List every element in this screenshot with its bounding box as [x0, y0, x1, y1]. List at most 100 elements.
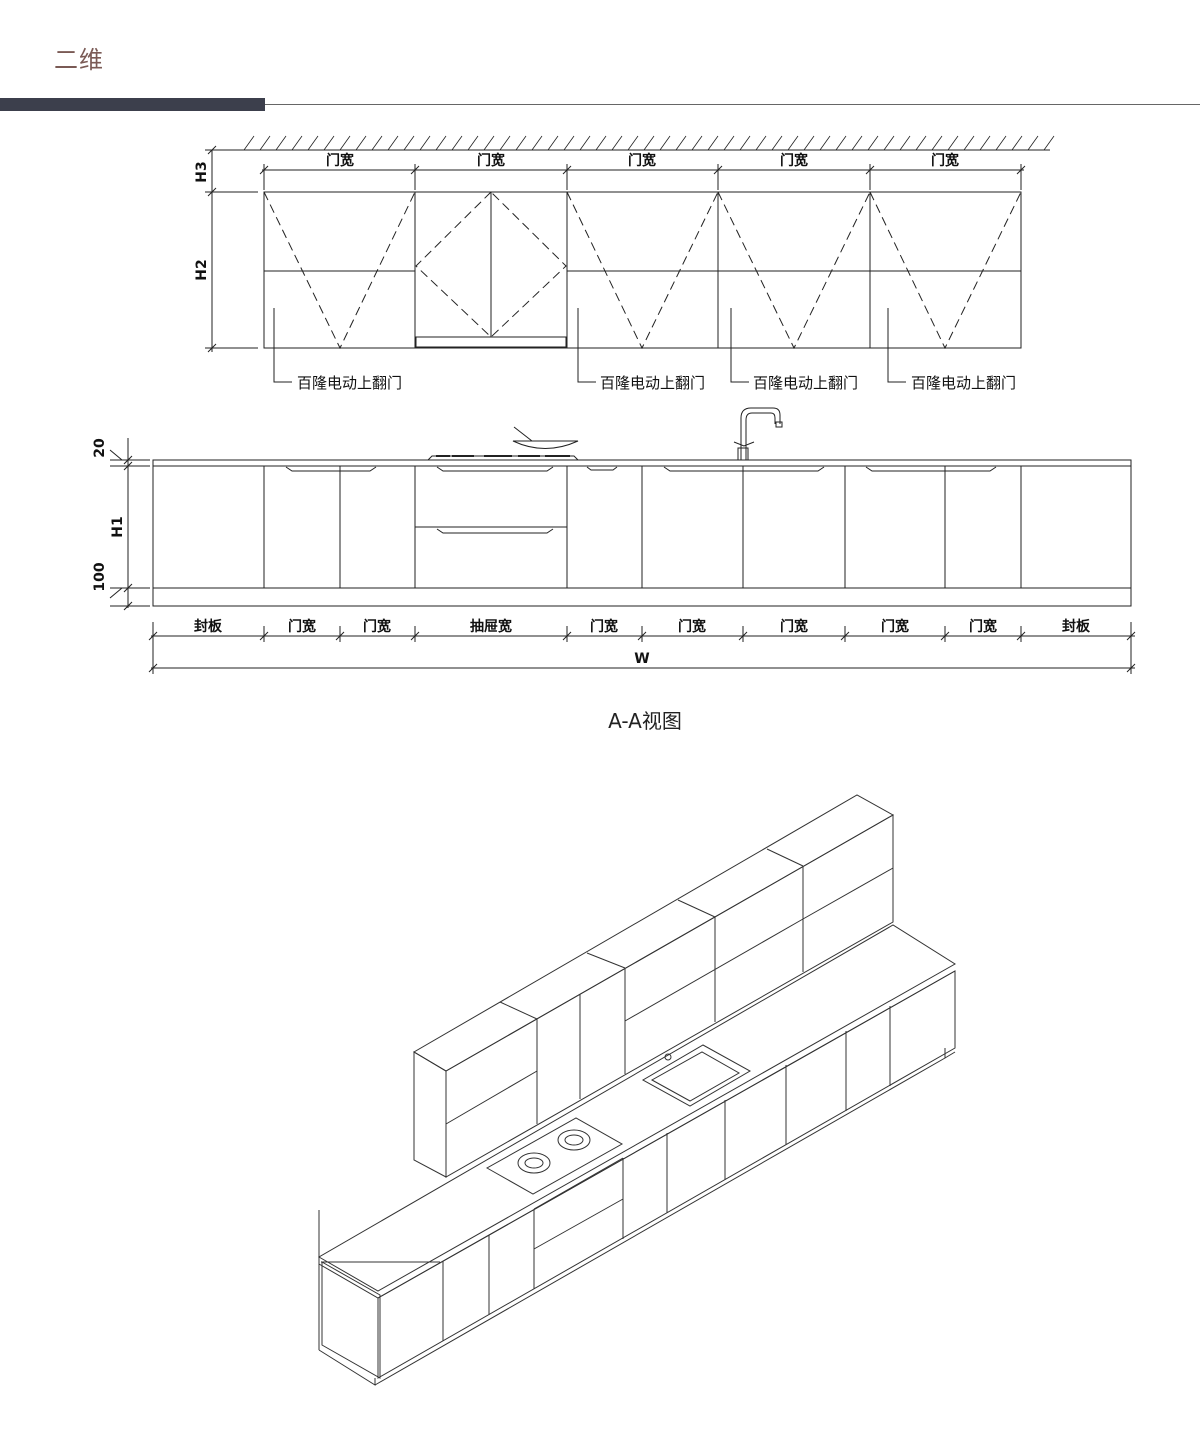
ceiling-hatch-stroke	[387, 135, 399, 151]
dim-100-label: 100	[92, 562, 108, 591]
ceiling-hatch-stroke	[451, 135, 463, 151]
iso-upper-top	[413, 794, 895, 1072]
segment-label-9: 门宽	[969, 618, 997, 635]
ceiling-hatch-stroke	[595, 135, 607, 151]
lift-door-swing-marks	[263, 191, 1022, 350]
ceiling-hatch-stroke	[483, 135, 495, 151]
door-width-dim-line	[259, 164, 1026, 190]
ceiling-hatch-stroke	[771, 135, 783, 151]
ceiling-hatch-stroke	[995, 135, 1007, 151]
ceiling-hatch-stroke	[531, 135, 543, 151]
h2-label: H2	[194, 259, 210, 280]
page-title: 二维	[54, 46, 104, 74]
segment-label-5: 门宽	[590, 618, 618, 635]
countertop	[152, 459, 1132, 467]
iso-upper-door-splits	[413, 848, 894, 1125]
ceiling-hatch-stroke	[1043, 135, 1055, 151]
ceiling-hatch-stroke	[691, 135, 703, 151]
ceiling-hatch-stroke	[739, 135, 751, 151]
ceiling-hatch-stroke	[547, 135, 559, 151]
ceiling-hatch-stroke	[675, 135, 687, 151]
dim-20-label: 20	[92, 438, 108, 458]
ceiling-hatch-stroke	[307, 135, 319, 151]
upper-cabinet-elevation: H3 H2 门宽 门宽 门宽 门宽 门宽	[194, 135, 1055, 392]
ceiling-hatch-stroke	[899, 135, 911, 151]
segment-label-4: 抽屉宽	[470, 618, 512, 635]
ceiling-hatch-stroke	[291, 135, 303, 151]
title-bar-accent	[0, 98, 265, 111]
iso-base-end-panel	[321, 1261, 381, 1379]
h3-label: H3	[194, 161, 210, 182]
iso-sink	[641, 1044, 752, 1107]
ceiling-hatch-stroke	[403, 135, 415, 151]
ceiling-hatch-stroke	[723, 135, 735, 151]
ceiling-hatch-stroke	[499, 135, 511, 151]
recessed-handles	[285, 466, 997, 534]
ceiling-hatch-stroke	[435, 135, 447, 151]
segment-label-10: 封板	[1062, 618, 1091, 635]
ceiling-hatch-stroke	[339, 135, 351, 151]
ceiling-hatch	[243, 135, 1055, 151]
kickplate	[152, 587, 1132, 607]
ceiling-hatch-stroke	[915, 135, 927, 151]
segment-label-1: 封板	[194, 618, 223, 635]
ceiling-hatch-stroke	[835, 135, 847, 151]
ceiling-hatch-stroke	[1027, 135, 1039, 151]
ceiling-hatch-stroke	[355, 135, 367, 151]
ceiling-hatch-stroke	[243, 135, 255, 151]
ceiling-hatch-stroke	[371, 135, 383, 151]
iso-base-door-splits	[442, 1006, 891, 1341]
ceiling-hatch-stroke	[259, 135, 271, 151]
segment-label-3: 门宽	[363, 618, 391, 635]
ceiling-hatch-stroke	[803, 135, 815, 151]
ceiling-hatch-stroke	[1011, 135, 1023, 151]
lower-cabinet-elevation: 20 H1 100	[92, 407, 1136, 674]
ceiling-hatch-stroke	[419, 135, 431, 151]
isometric-view	[317, 794, 956, 1386]
segment-label-2: 门宽	[288, 618, 316, 635]
range-hood-base	[415, 336, 567, 348]
door-width-label-5: 门宽	[931, 152, 959, 169]
ceiling-hatch-stroke	[883, 135, 895, 151]
ceiling-hatch-stroke	[611, 135, 623, 151]
ceiling-hatch-stroke	[979, 135, 991, 151]
segment-label-8: 门宽	[881, 618, 909, 635]
segment-label-6: 门宽	[678, 618, 706, 635]
door-width-label-4: 门宽	[780, 152, 808, 169]
ceiling-hatch-stroke	[515, 135, 527, 151]
iso-countertop	[317, 924, 956, 1292]
ceiling-hatch-stroke	[867, 135, 879, 151]
ceiling-hatch-stroke	[787, 135, 799, 151]
door-width-label-2: 门宽	[477, 152, 505, 169]
ceiling-hatch-stroke	[467, 135, 479, 151]
callout-lift-door-3: 百隆电动上翻门	[753, 374, 858, 392]
ceiling-hatch-stroke	[643, 135, 655, 151]
door-width-label-1: 门宽	[326, 152, 354, 169]
segment-label-7: 门宽	[780, 618, 808, 635]
cooktop	[427, 426, 579, 461]
vertical-dim-upper	[205, 145, 258, 353]
ceiling-hatch-stroke	[931, 135, 943, 151]
title-bar-rule	[265, 104, 1200, 105]
ceiling-hatch-stroke	[563, 135, 575, 151]
total-width-dim-line	[148, 663, 1136, 673]
ceiling-hatch-stroke	[627, 135, 639, 151]
ceiling-hatch-stroke	[963, 135, 975, 151]
faucet	[733, 407, 783, 461]
callout-lift-door-1: 百隆电动上翻门	[297, 374, 402, 392]
ceiling-hatch-stroke	[851, 135, 863, 151]
callout-leaders	[273, 308, 906, 383]
ceiling-hatch-stroke	[707, 135, 719, 151]
callout-lift-door-4: 百隆电动上翻门	[911, 374, 1016, 392]
segment-dim-line	[148, 622, 1136, 674]
ceiling-hatch-stroke	[323, 135, 335, 151]
door-width-label-3: 门宽	[628, 152, 656, 169]
ceiling-hatch-stroke	[579, 135, 591, 151]
ceiling-hatch-stroke	[947, 135, 959, 151]
ceiling-hatch-stroke	[755, 135, 767, 151]
iso-cooktop	[485, 1117, 624, 1195]
ceiling-hatch-stroke	[819, 135, 831, 151]
ceiling-hatch-stroke	[659, 135, 671, 151]
ceiling-hatch-stroke	[275, 135, 287, 151]
